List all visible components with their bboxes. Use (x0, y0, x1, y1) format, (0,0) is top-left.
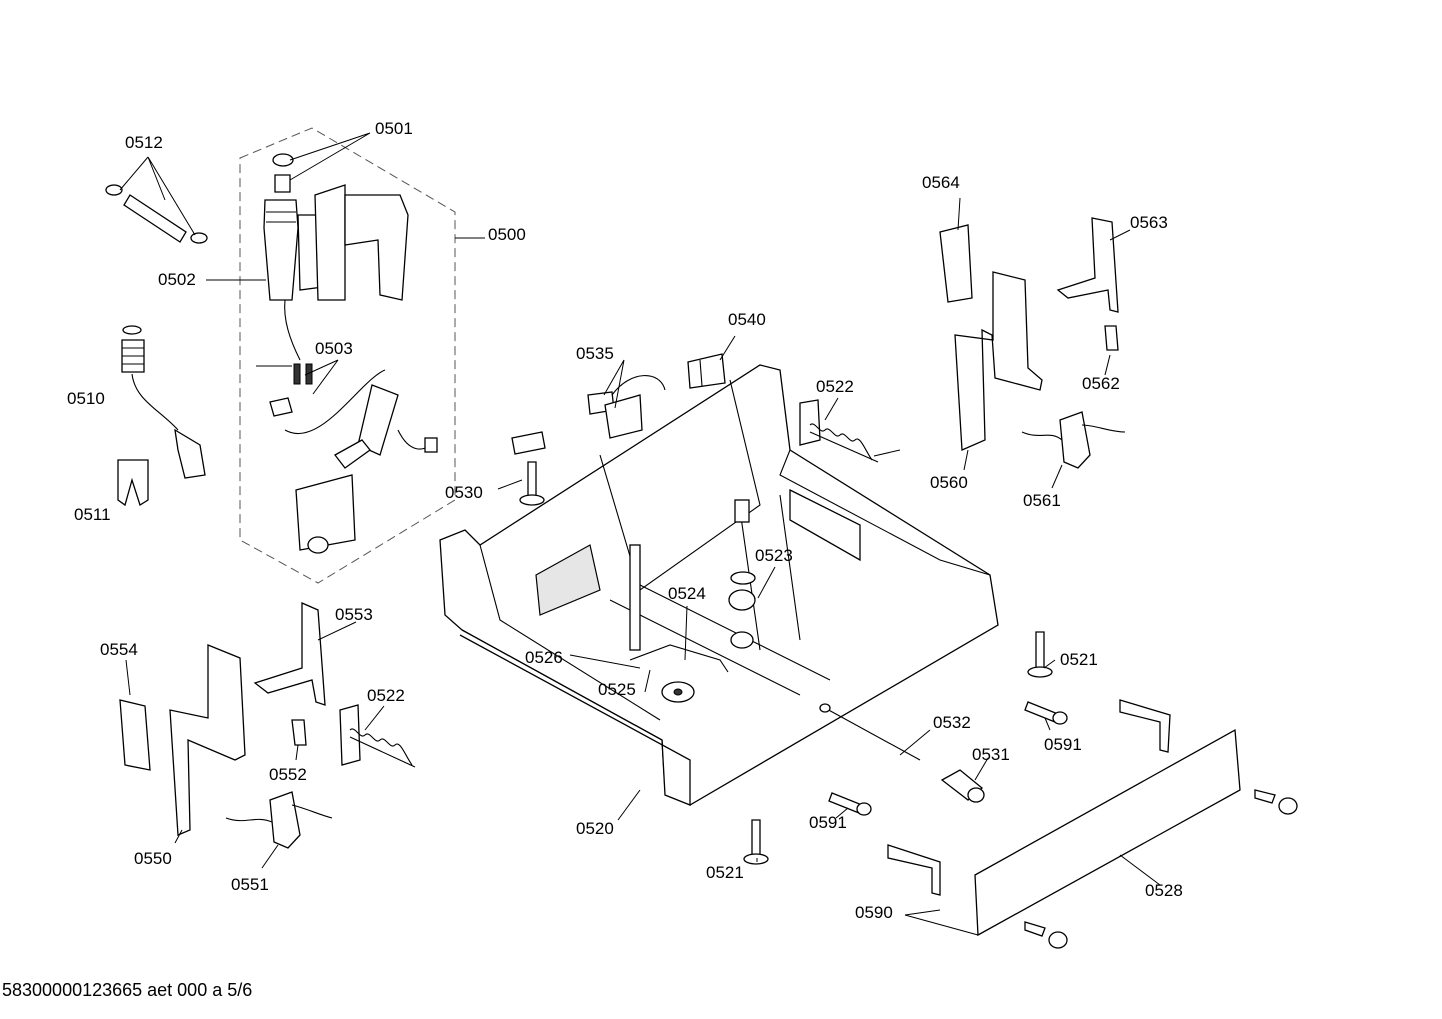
part-0591-screw-right (1024, 701, 1068, 725)
part-0590-brackets (887, 699, 1171, 896)
part-0521-foot-bottom (743, 819, 769, 865)
label-0553: 0553 (335, 605, 373, 624)
label-0526: 0526 (525, 648, 563, 667)
part-0561-sensor (1021, 411, 1126, 469)
label-0552: 0552 (269, 765, 307, 784)
part-0540-connector (687, 353, 726, 389)
group-0500-outline (239, 127, 456, 584)
label-0550: 0550 (134, 849, 172, 868)
label-0563: 0563 (1130, 213, 1168, 232)
part-0554-clip (119, 699, 151, 771)
part-0528-panel (974, 728, 1241, 937)
part-0564-clip (939, 224, 973, 303)
label-0562: 0562 (1082, 374, 1120, 393)
label-0540: 0540 (728, 310, 766, 329)
part-0523-seals (728, 571, 756, 649)
label-0564: 0564 (922, 173, 960, 192)
part-0535-cable (587, 375, 666, 439)
part-0522-spring-right (799, 399, 879, 463)
label-0591-left: 0591 (809, 813, 847, 832)
label-0531: 0531 (972, 745, 1010, 764)
label-0501: 0501 (375, 119, 413, 138)
label-0521-top: 0521 (1060, 650, 1098, 669)
label-0528: 0528 (1145, 881, 1183, 900)
part-0550-side-bracket (169, 644, 246, 836)
part-0512-hose (105, 184, 208, 244)
document-footer-id: 58300000123665 aet 000 a 5/6 (2, 980, 253, 1000)
label-0502: 0502 (158, 270, 196, 289)
label-0591-right: 0591 (1044, 735, 1082, 754)
part-0551-sensor (225, 791, 333, 849)
part-0562-clip (1104, 325, 1119, 351)
label-0525: 0525 (598, 680, 636, 699)
label-0523: 0523 (755, 546, 793, 565)
part-0521-foot-top (1027, 631, 1053, 678)
part-number-labels: 0501 0512 0500 0502 0503 0510 0511 0564 … (67, 119, 1183, 922)
label-0561: 0561 (1023, 491, 1061, 510)
part-0591-screw-left (828, 792, 872, 816)
label-0522-left: 0522 (367, 686, 405, 705)
label-0500: 0500 (488, 225, 526, 244)
part-0503-clip (269, 397, 293, 417)
part-0510-tube (121, 325, 206, 479)
label-0511: 0511 (74, 505, 111, 524)
part-0500-hose-and-bracket (284, 369, 438, 554)
part-0501-cap (272, 153, 294, 193)
label-0554: 0554 (100, 640, 138, 659)
label-0590: 0590 (855, 903, 893, 922)
part-0522-spring-left (339, 704, 416, 768)
part-0563-bracket (1056, 217, 1119, 313)
label-0520: 0520 (576, 819, 614, 838)
label-0530: 0530 (445, 483, 483, 502)
label-0521-bottom: 0521 (706, 863, 744, 882)
label-0524: 0524 (668, 584, 706, 603)
label-0535: 0535 (576, 344, 614, 363)
label-0560: 0560 (930, 473, 968, 492)
part-0530-foot (511, 431, 546, 506)
part-0520-base (439, 364, 999, 806)
label-0522-right: 0522 (816, 377, 854, 396)
label-0512: 0512 (125, 133, 163, 152)
part-0560-side-bracket (954, 271, 1043, 451)
exploded-parts-diagram: 0501 0512 0500 0502 0503 0510 0511 0564 … (67, 119, 1298, 949)
part-0553-bracket (253, 602, 326, 706)
part-0552-clip (291, 719, 307, 746)
part-0524-0525-bracket (629, 644, 729, 703)
label-0510: 0510 (67, 389, 105, 408)
leader-lines (119, 132, 1161, 936)
label-0532: 0532 (933, 713, 971, 732)
part-0511-bracket (117, 459, 149, 507)
label-0503: 0503 (315, 339, 353, 358)
part-0528-small-parts (1024, 789, 1298, 949)
label-0551: 0551 (231, 875, 269, 894)
part-0502-valve-assembly (263, 184, 409, 385)
